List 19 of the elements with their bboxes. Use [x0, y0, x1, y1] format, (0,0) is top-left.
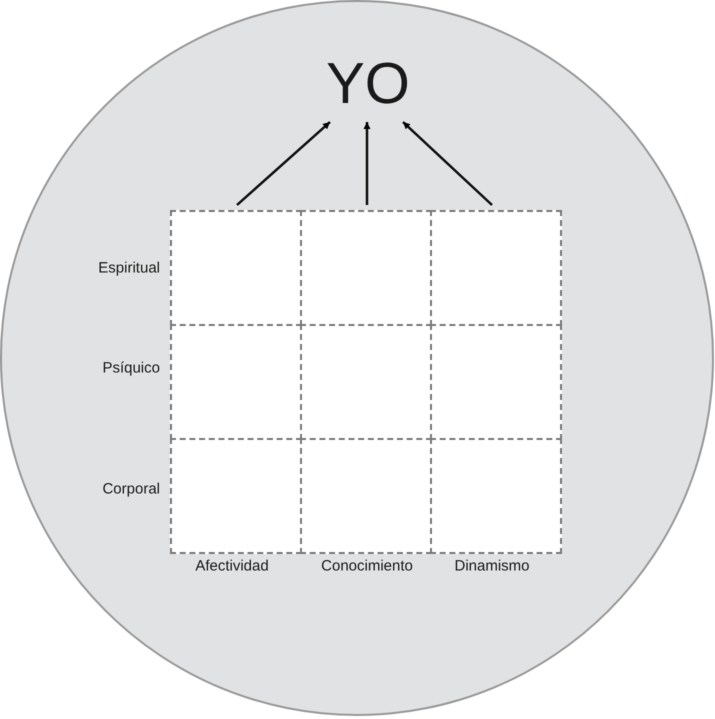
grid-cell — [430, 324, 562, 440]
row-label: Espiritual — [98, 260, 160, 276]
grid-cell — [300, 210, 432, 326]
grid-cell — [430, 210, 562, 326]
grid-cell — [300, 324, 432, 440]
arrow — [236, 121, 331, 206]
column-label: Conocimiento — [321, 558, 413, 574]
arrow — [402, 121, 493, 206]
column-label: Dinamismo — [454, 558, 530, 574]
column-label: Afectividad — [195, 558, 269, 574]
grid-cell — [430, 438, 562, 554]
row-label: Corporal — [102, 480, 160, 498]
grid-cell — [170, 210, 302, 326]
grid-cell — [170, 324, 302, 440]
heading-text: YO — [326, 55, 410, 113]
grid-cell — [300, 438, 432, 554]
arrow — [364, 122, 370, 205]
grid-cell — [170, 438, 302, 554]
row-label: Psíquico — [102, 360, 160, 376]
